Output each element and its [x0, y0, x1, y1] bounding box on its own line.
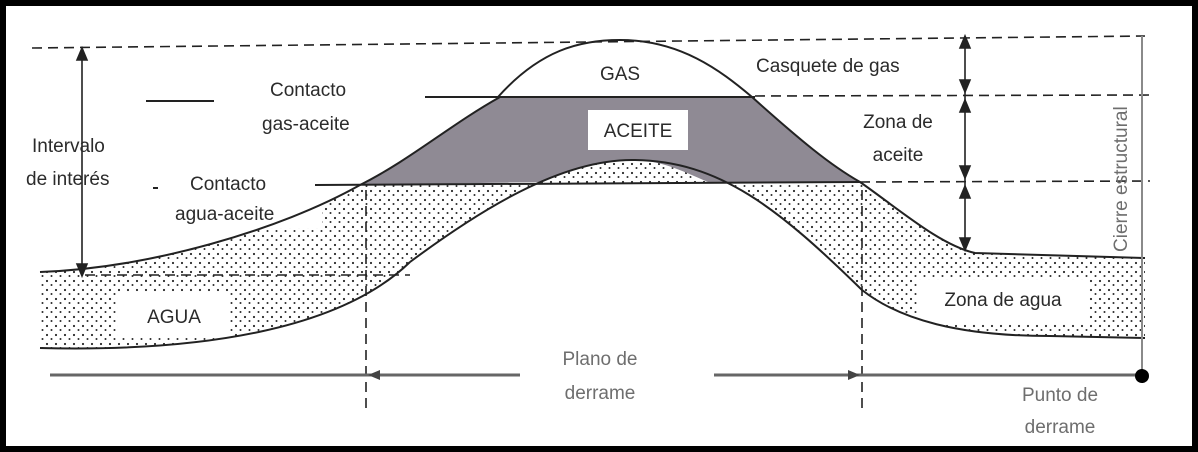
gas-label: GAS [600, 64, 640, 85]
spill-plane-label-line2: derrame [565, 383, 636, 404]
interval-of-interest-label-line2: de interés [26, 169, 109, 190]
oil-zone-label-line2: aceite [873, 145, 924, 166]
dashed-reference-lines [31, 35, 1151, 410]
oil-label-box [588, 110, 688, 150]
spill-point-label-line2: derrame [1025, 417, 1096, 438]
gas-oil-contact-label-line1: Contacto [270, 80, 346, 101]
water-oil-contact-label-line2: agua-aceite [175, 204, 274, 225]
right-zone-arrows [958, 33, 972, 253]
structural-closure-label: Cierre estructural [1111, 106, 1132, 252]
gas-cap-label: Casquete de gas [756, 56, 900, 77]
spill-point-marker [1135, 369, 1149, 383]
water-zone-label: Zona de agua [944, 290, 1062, 311]
water-zone-label-box [918, 280, 1088, 322]
water-label-box [118, 292, 230, 338]
water-oil-contact-label-line1: Contacto [190, 174, 266, 195]
water-oil-contact-line [314, 181, 861, 186]
interval-of-interest-arrow [75, 45, 89, 279]
gas-oil-contact-label-line2: gas-aceite [262, 114, 350, 135]
spill-plane-arrowheads [368, 370, 860, 380]
spill-plane-label-line1: Plano de [562, 349, 637, 370]
water-label: AGUA [147, 307, 201, 328]
oil-zone-label-line1: Zona de [863, 112, 933, 133]
spill-point-label-line1: Punto de [1022, 385, 1098, 406]
water-oil-contact-label-box [172, 168, 322, 228]
interval-of-interest-label-line1: Intervalo [32, 136, 105, 157]
oil-label: ACEITE [604, 121, 673, 142]
